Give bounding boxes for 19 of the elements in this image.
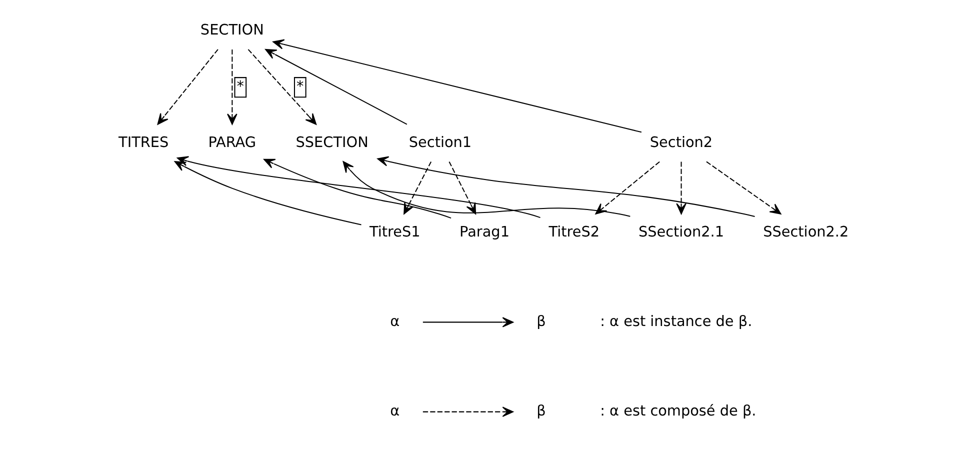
node-text: SSECTION [296,134,368,151]
node-text: SSection2.1 [638,224,724,240]
node-text: Section2 [650,134,713,151]
node-text: SECTION [200,22,264,39]
node-text: SSection2.2 [763,224,849,240]
label: β [536,404,546,420]
label: α [390,404,400,420]
node-text: TitreS2 [548,224,600,240]
node-text: TITRES [118,134,169,151]
node-text: Section1 [408,134,472,151]
node-text: Parag1 [460,224,510,240]
edge-label: * [296,79,304,96]
node-text: PARAG [208,134,256,151]
legend-label: : α est instance de β. [600,314,752,330]
label: β [536,314,546,330]
node-text: TitreS1 [370,224,420,240]
legend-label: : α est composé de β. [600,404,756,420]
edge-label: * [236,79,244,96]
label: α [390,314,400,330]
